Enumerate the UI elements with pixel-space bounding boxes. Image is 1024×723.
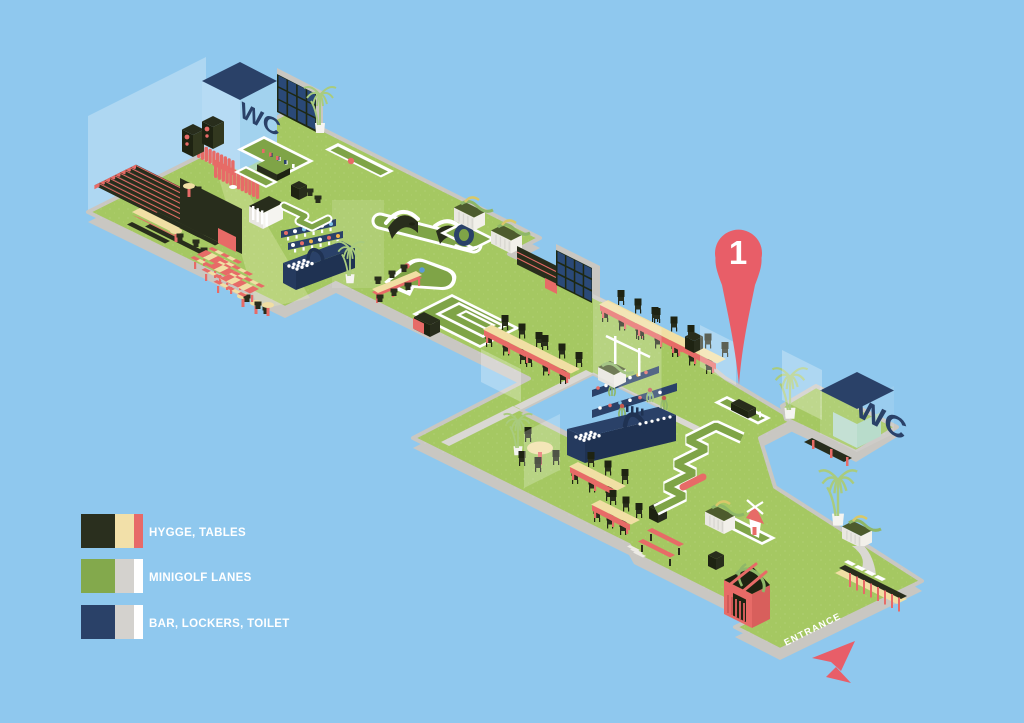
svg-text:HYGGE, TABLES: HYGGE, TABLES <box>149 527 246 539</box>
svg-text:BAR, LOCKERS, TOILET: BAR, LOCKERS, TOILET <box>149 618 290 630</box>
svg-text:MINIGOLF LANES: MINIGOLF LANES <box>149 572 252 584</box>
svg-text:1: 1 <box>729 234 747 271</box>
